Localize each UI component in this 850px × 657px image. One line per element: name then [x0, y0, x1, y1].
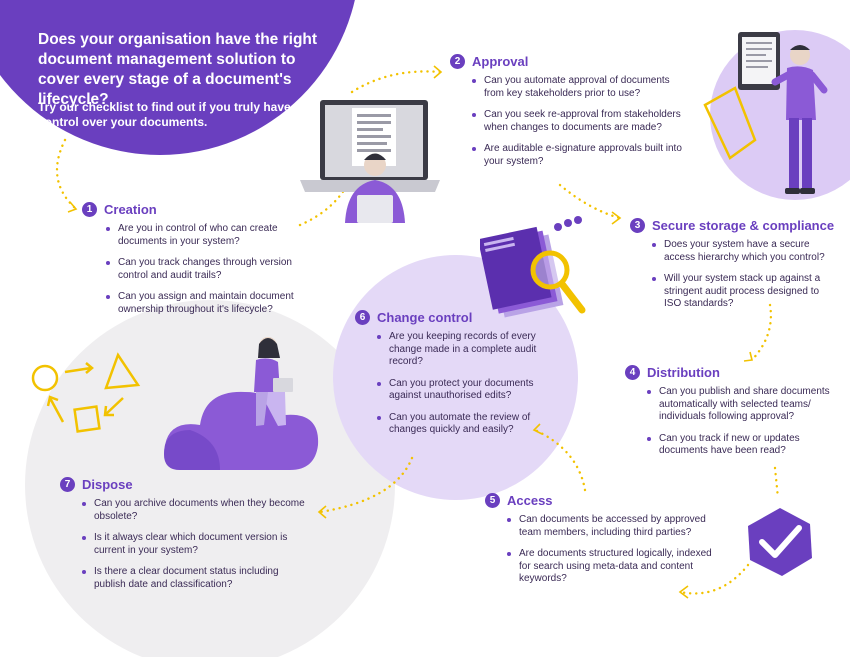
intro-subtitle: Try our checklist to find out if you tru… — [38, 100, 291, 129]
dispose-list: Can you archive documents when they beco… — [60, 498, 310, 591]
section-change-control: 6 Change control Are you keeping records… — [355, 310, 555, 446]
list-item: Can you automate approval of documents f… — [470, 75, 690, 100]
list-item: Can you automate the review of changes q… — [375, 412, 555, 437]
distribution-list: Can you publish and share documents auto… — [625, 386, 830, 458]
dispose-number-badge: 7 — [60, 477, 75, 492]
dispose-title: Dispose — [82, 477, 133, 492]
list-item: Can documents be accessed by approved te… — [505, 514, 720, 539]
change-title: Change control — [377, 310, 473, 325]
section-approval: 2 Approval Can you automate approval of … — [450, 54, 690, 177]
person-cloud-icon — [164, 337, 319, 470]
approval-number-badge: 2 — [450, 54, 465, 69]
access-list: Can documents be accessed by approved te… — [485, 514, 720, 586]
section-creation: 1 Creation Are you in control of who can… — [82, 202, 322, 325]
list-item: Are documents structured logically, inde… — [505, 548, 720, 586]
secure-list: Does your system have a secure access hi… — [630, 239, 835, 311]
section-dispose: 7 Dispose Can you archive documents when… — [60, 477, 310, 600]
creation-list: Are you in control of who can create doc… — [82, 223, 322, 316]
secure-number-badge: 3 — [630, 218, 645, 233]
recycle-shapes-icon — [31, 352, 141, 433]
access-number-badge: 5 — [485, 493, 500, 508]
list-item: Can you archive documents when they beco… — [80, 498, 310, 523]
check-badge-icon — [748, 508, 812, 576]
access-title: Access — [507, 493, 553, 508]
magnifier-files-icon — [480, 216, 586, 318]
change-list: Are you keeping records of every change … — [355, 331, 555, 437]
list-item: Are you keeping records of every change … — [375, 331, 555, 369]
distribution-number-badge: 4 — [625, 365, 640, 380]
approval-list: Can you automate approval of documents f… — [450, 75, 690, 168]
list-item: Can you assign and maintain document own… — [104, 291, 322, 316]
list-item: Can you publish and share documents auto… — [645, 386, 830, 424]
list-item: Can you track if new or updates document… — [645, 433, 830, 458]
distribution-title: Distribution — [647, 365, 720, 380]
list-item: Are you in control of who can create doc… — [104, 223, 322, 248]
secure-title: Secure storage & compliance — [652, 218, 835, 233]
connector-laptop-to-approval — [350, 70, 442, 94]
section-access: 5 Access Can documents be accessed by ap… — [485, 493, 720, 595]
intro-title: Does your organisation have the right do… — [38, 31, 318, 108]
list-item: Does your system have a secure access hi… — [650, 239, 835, 264]
laptop-document-icon — [300, 100, 440, 223]
list-item: Can you protect your documents against u… — [375, 378, 555, 403]
list-item: Can you seek re-approval from stakeholde… — [470, 109, 690, 134]
list-item: Is there a clear document status includi… — [80, 566, 310, 591]
list-item: Can you track changes through version co… — [104, 257, 322, 282]
approval-title: Approval — [472, 54, 529, 69]
person-tablet-icon — [703, 32, 828, 194]
section-distribution: 4 Distribution Can you publish and share… — [625, 365, 830, 467]
creation-title: Creation — [104, 202, 157, 217]
connector-distribution-to-check — [773, 466, 780, 500]
creation-number-badge: 1 — [82, 202, 97, 217]
section-secure-storage: 3 Secure storage & compliance Does your … — [630, 218, 835, 320]
list-item: Are auditable e-signature approvals buil… — [470, 143, 690, 168]
list-item: Is it always clear which document versio… — [80, 532, 310, 557]
change-number-badge: 6 — [355, 310, 370, 325]
list-item: Will your system stack up against a stri… — [650, 273, 835, 311]
connector-intro-to-creation — [55, 138, 77, 210]
